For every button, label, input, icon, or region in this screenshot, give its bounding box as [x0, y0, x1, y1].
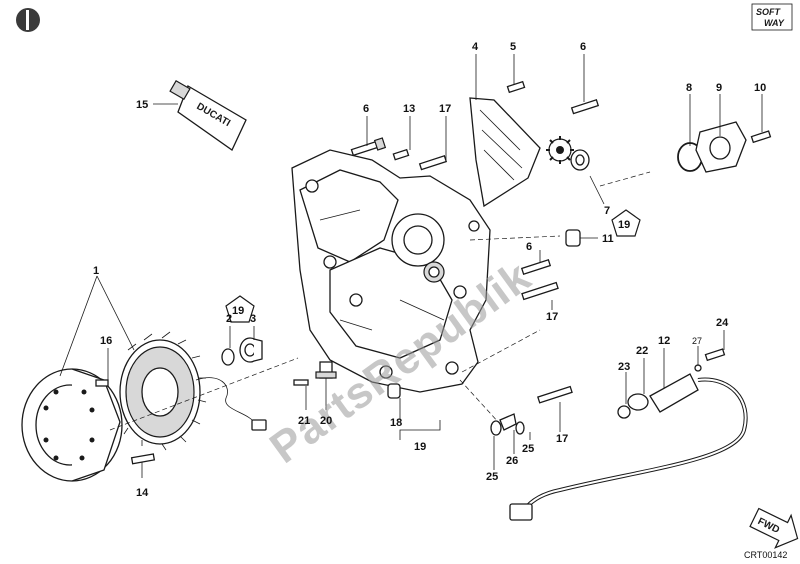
bolt-17-bottom [537, 385, 573, 404]
callout-5: 5 [510, 41, 516, 53]
bolt-14 [130, 453, 156, 465]
callout-17a: 17 [439, 103, 451, 115]
ref-badge-19b-text: 19 [618, 219, 630, 231]
callout-1: 1 [93, 265, 99, 277]
plug-20 [315, 361, 337, 379]
callout-20: 20 [320, 415, 332, 427]
callout-6b: 6 [580, 41, 586, 53]
sealant-tube: DUCATI [169, 79, 247, 151]
callout-13: 13 [403, 103, 415, 115]
callout-14: 14 [136, 487, 149, 499]
leader-lines [59, 54, 763, 478]
callout-24: 24 [716, 317, 729, 329]
callout-27: 27 [692, 336, 702, 346]
ref-badge-19b: 19 [611, 209, 641, 237]
bolt-5 [506, 80, 526, 94]
callout-11: 11 [602, 233, 614, 245]
seal-7 [570, 149, 590, 171]
callout-10: 10 [754, 82, 766, 94]
bolt-24 [704, 348, 726, 362]
callout-7: 7 [604, 205, 610, 217]
bearing [239, 337, 263, 363]
callout-17c: 17 [556, 433, 568, 445]
callout-22: 22 [636, 345, 648, 357]
callout-3: 3 [250, 313, 256, 325]
sprocket-cover [469, 97, 541, 208]
bolt-6-top [350, 137, 387, 157]
callout-6a: 6 [363, 103, 369, 115]
callout-12: 12 [658, 335, 670, 347]
ref-badge-19a-text: 19 [232, 305, 244, 317]
callout-6c: 6 [526, 241, 532, 253]
ref-badge-19a: 19 [225, 295, 255, 323]
callout-25b: 25 [522, 443, 534, 455]
callout-18: 18 [390, 417, 402, 429]
callout-9: 9 [716, 82, 722, 94]
bolt-10 [750, 130, 772, 144]
bolt-16 [95, 379, 109, 387]
logo-bottom-text: WAY [764, 18, 785, 28]
dowel-18 [387, 383, 401, 399]
drawing-code: CRT00142 [744, 550, 787, 560]
callout-23: 23 [618, 361, 630, 373]
small-cover [695, 121, 747, 173]
bolt-6-right [570, 99, 600, 115]
rotor [21, 368, 123, 482]
softway-logo: SOFT WAY [751, 3, 793, 31]
bolt-17-mid [521, 281, 559, 301]
fwd-arrow-icon: FWD [749, 507, 799, 549]
gear-icon [546, 136, 574, 164]
callout-15: 15 [136, 99, 148, 111]
callout-25a: 25 [486, 471, 498, 483]
callout-21: 21 [298, 415, 310, 427]
callout-4: 4 [472, 41, 479, 53]
circlip [221, 348, 235, 366]
callout-2: 2 [226, 313, 232, 325]
bolt-6-mid [520, 259, 552, 275]
callout-8: 8 [686, 82, 692, 94]
bushing-11 [565, 229, 581, 247]
generator-cover [291, 149, 491, 393]
washers-25-26 [490, 413, 525, 436]
page-badge-icon [16, 8, 40, 32]
bolt-13 [392, 148, 410, 161]
callout-26: 26 [506, 455, 518, 467]
callout-16: 16 [100, 335, 112, 347]
callout-19: 19 [414, 441, 426, 453]
logo-top-text: SOFT [756, 7, 782, 17]
bolt-17-top [418, 155, 448, 171]
speed-sensor [509, 364, 748, 521]
bolt-21 [293, 379, 309, 386]
callout-17b: 17 [546, 311, 558, 323]
stator [119, 331, 267, 451]
